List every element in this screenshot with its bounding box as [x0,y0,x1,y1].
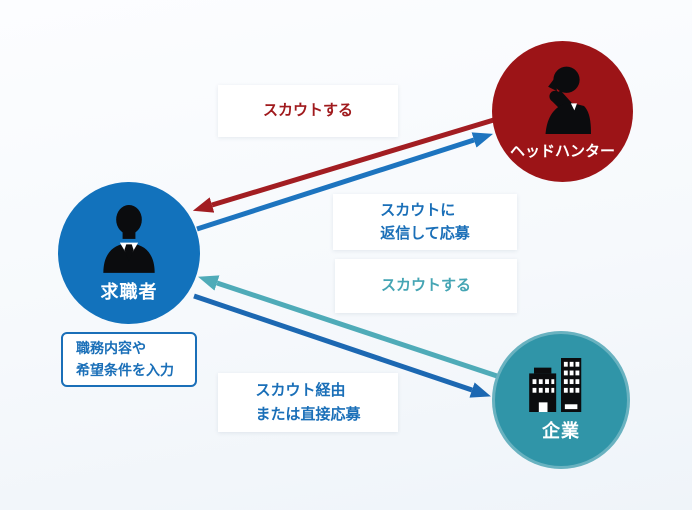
note-apply-to-company: スカウト経由 または直接応募 [218,373,398,432]
note-apply-line2: または直接応募 [255,405,361,423]
note-input-line2: 希望条件を入力 [76,361,174,378]
note-scout-by-headhunter-text: スカウトする [262,102,353,120]
note-input-line1: 職務内容や [76,339,146,356]
headhunter-profile-icon [545,66,591,134]
arrow-jobseeker-applies-company [193,293,491,398]
note-scout-by-company-text: スカウトする [380,277,471,295]
node-company: 企業 [492,331,630,469]
arrow-jobseeker-replies-headhunter [196,132,494,232]
note-scout-by-headhunter: スカウトする [218,85,398,137]
note-reply-line1: スカウトに [380,201,456,219]
company-label: 企業 [542,420,580,441]
headhunter-label: ヘッドハンター [509,142,615,160]
job-seeker-person-icon [103,204,155,273]
node-headhunter: ヘッドハンター [492,41,633,182]
note-input-profile: 職務内容や 希望条件を入力 [61,332,197,387]
note-reply-to-scout: スカウトに 返信して応募 [333,194,517,250]
job-seeker-label: 求職者 [100,281,158,302]
note-reply-line2: 返信して応募 [380,225,470,242]
node-job-seeker: 求職者 [58,182,200,324]
note-apply-line1: スカウト経由 [255,382,346,400]
arrow-headhunter-scouts-jobseeker [192,116,498,213]
note-scout-by-company: スカウトする [335,259,517,313]
company-buildings-icon [529,357,582,412]
arrow-company-scouts-jobseeker [198,275,498,379]
